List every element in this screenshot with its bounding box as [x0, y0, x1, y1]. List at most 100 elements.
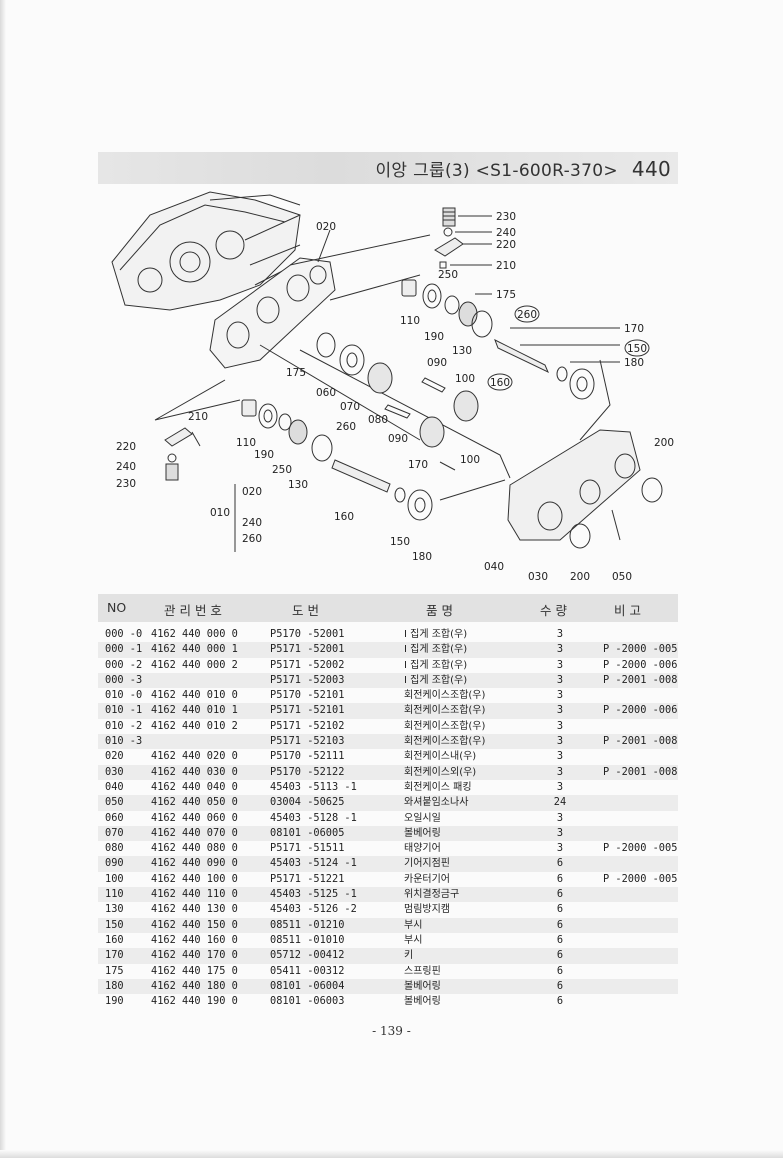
cell-drawing: P5171 -52102 — [270, 719, 345, 732]
cell-no: 070 — [105, 826, 124, 839]
callout: 070 — [340, 401, 360, 413]
washer-240 — [443, 227, 453, 237]
diagram-callouts: 230 240 220 210 250 175 260 170 150 180 … — [116, 211, 674, 583]
cell-qty: 3 — [556, 689, 564, 702]
cell-mgmt: 4162 440 175 0 — [151, 964, 238, 977]
cell-name: I 집게 조합(우) — [404, 659, 468, 671]
cell-drawing: 45403 -5125 -1 — [270, 888, 357, 901]
arm-220-lower — [164, 427, 193, 447]
callout: 175 — [286, 367, 306, 379]
cell-mgmt: 4162 440 150 0 — [151, 918, 238, 931]
bearing-180-upper — [569, 368, 595, 400]
callout: 030 — [528, 571, 548, 583]
cell-note: P -2000 -006 — [603, 704, 678, 717]
cell-mgmt: 4162 440 090 0 — [151, 857, 238, 870]
cell-no: 130 — [105, 903, 124, 916]
title-text: 이앙 그룹(3) <S1-600R-370> — [375, 161, 618, 181]
cam-130-lower — [288, 419, 308, 445]
callout: 020 — [242, 486, 262, 498]
callout: 130 — [288, 479, 308, 491]
callout: 040 — [484, 561, 504, 573]
callout: 260 — [517, 309, 537, 321]
bearing-180-lower — [407, 489, 433, 521]
cell-mgmt: 4162 440 010 0 — [151, 689, 238, 702]
callout: 010 — [210, 507, 230, 519]
cell-drawing: 45403 -5124 -1 — [270, 857, 357, 870]
cell-qty: 3 — [556, 765, 564, 778]
cell-drawing: 08511 -01010 — [270, 933, 345, 946]
callout: 240 — [116, 461, 136, 473]
cell-qty: 3 — [556, 811, 564, 824]
cell-name: 부시 — [404, 919, 423, 931]
callout: 240 — [242, 517, 262, 529]
col-header-drawing: 도 번 — [292, 603, 319, 618]
callout: 110 — [400, 315, 420, 327]
cell-no: 110 — [105, 888, 124, 901]
cell-drawing: P5170 -52111 — [270, 750, 345, 763]
cell-qty: 3 — [556, 750, 564, 763]
cell-name: 카운터기어 — [404, 873, 450, 885]
col-header-qty: 수 량 — [540, 603, 567, 618]
callout: 080 — [368, 414, 388, 426]
cell-qty: 6 — [556, 888, 564, 901]
parts-table: 000 -0 4162 440 000 0 P5170 -52001 I 집게 조합(… — [98, 627, 678, 1009]
col-header-mgmt: 관 리 번 호 — [164, 603, 222, 618]
cell-note: P -2001 -008 — [603, 765, 678, 778]
cell-name: 회전케이스외(우) — [404, 766, 477, 778]
cell-drawing: P5171 -52101 — [270, 704, 345, 717]
cell-name: 키 — [404, 950, 414, 962]
cell-qty: 6 — [556, 903, 564, 916]
cell-name: 기어지점핀 — [404, 858, 450, 870]
cell-note: P -2001 -008 — [603, 735, 678, 748]
cell-mgmt: 4162 440 170 0 — [151, 949, 238, 962]
cell-no: 010 -3 — [105, 735, 143, 748]
cell-name: 볼베어링 — [404, 980, 441, 992]
cell-no: 160 — [105, 933, 124, 946]
callout: 250 — [438, 269, 458, 281]
callout: 175 — [496, 289, 516, 301]
callout: 090 — [388, 433, 408, 445]
page-bottom-shadow — [0, 1150, 783, 1158]
cell-qty: 3 — [556, 842, 564, 855]
cell-mgmt: 4162 440 160 0 — [151, 933, 238, 946]
callout: 160 — [490, 377, 510, 389]
cell-drawing: P5170 -52001 — [270, 628, 345, 640]
washer-250-upper — [444, 295, 460, 315]
cell-name: 회전케이스내(우) — [404, 751, 477, 763]
callout: 190 — [424, 331, 444, 343]
cell-qty: 3 — [556, 658, 564, 671]
cell-qty: 3 — [556, 780, 564, 793]
cell-qty: 3 — [556, 643, 564, 656]
gear-260-lower — [311, 434, 333, 462]
cell-no: 170 — [105, 949, 124, 962]
pin-090-upper — [421, 377, 446, 393]
cell-drawing: 45403 -5126 -2 — [270, 903, 357, 916]
cell-mgmt: 4162 440 020 0 — [151, 750, 238, 763]
counter-gear-100-upper — [453, 390, 479, 422]
cell-mgmt: 4162 440 030 0 — [151, 765, 238, 778]
cell-name: 부시 — [404, 934, 423, 946]
cell-mgmt: 4162 440 080 0 — [151, 842, 238, 855]
header-band — [98, 152, 678, 184]
cell-qty: 6 — [556, 872, 564, 885]
table-header-band — [98, 594, 678, 622]
cell-no: 175 — [105, 964, 124, 977]
cell-no: 000 -0 — [105, 628, 143, 640]
plate-110-upper — [401, 279, 417, 297]
cell-mgmt: 4162 440 000 0 — [151, 628, 238, 640]
col-header-name: 품 명 — [426, 603, 453, 618]
cell-mgmt: 4162 440 100 0 — [151, 872, 238, 885]
shaft-upper — [494, 338, 549, 374]
callout: 260 — [336, 421, 356, 433]
cell-mgmt: 4162 440 060 0 — [151, 811, 238, 824]
cell-no: 040 — [105, 780, 124, 793]
callout: 210 — [188, 411, 208, 423]
callout: 190 — [254, 449, 274, 461]
